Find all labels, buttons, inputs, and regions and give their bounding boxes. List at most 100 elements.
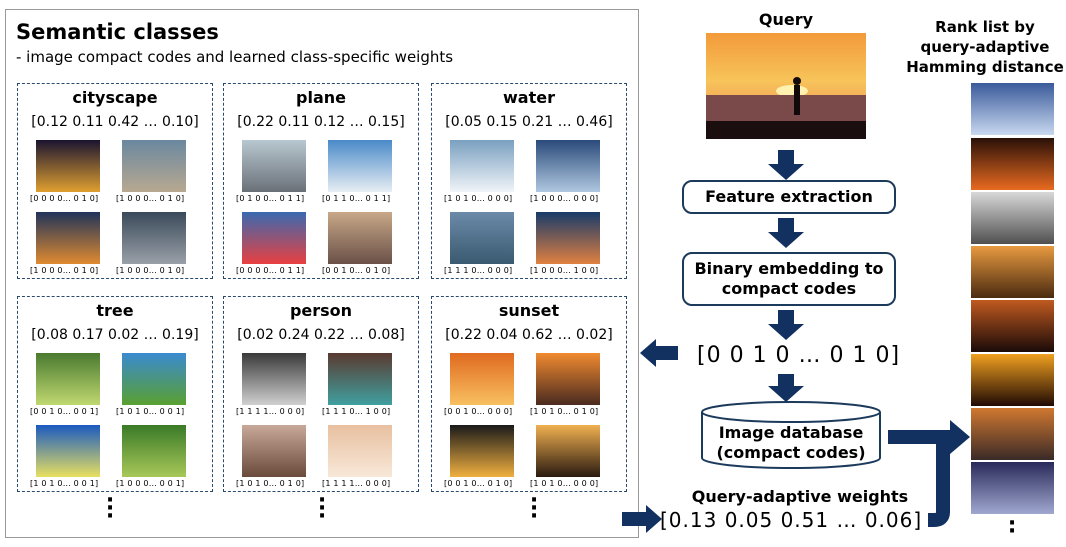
class-name: water [503,88,555,107]
database-label-line2: (compact codes) [716,443,866,462]
class-box-water: water [0.05 0.15 0.21 … 0.46] [1 0 1 0… 0 … [431,83,627,279]
class-name: plane [296,88,346,107]
ranked-result-image [971,354,1054,406]
class-name: sunset [498,301,560,320]
connector-arrow [888,420,970,527]
class-box-person: person[0.02 0.24 0.22 … 0.08][1 1 1 1… 0… [223,296,419,492]
image-binary-code: [1 0 1 0… 0 0 0] [444,194,513,203]
rank-title-line2: query-adaptive [920,38,1050,56]
query-binary-code: [0 0 1 0 … 0 1 0] [697,343,901,368]
ranked-result-image [971,246,1054,298]
class-weights: [0.02 0.24 0.22 … 0.08] [237,327,405,343]
down-arrow [768,218,804,248]
image-binary-code: [0 0 1 0… 0 1 0] [444,479,513,488]
more-results-ellipsis: ·· [1007,511,1017,544]
ranked-result-image [971,300,1054,352]
rank-title-line1: Rank list by [935,18,1035,36]
more-classes-ellipsis: ··· [529,488,539,529]
left-arrow [640,339,678,367]
class-name: tree [96,301,134,320]
tree-example-image [122,353,186,405]
right-arrow [622,505,662,533]
cityscape-example-image [36,212,100,264]
plane-example-image [242,140,306,192]
feature-extraction-box: Feature extraction [682,180,896,214]
ranked-result-image [971,138,1054,190]
image-binary-code: [0 1 0 0… 0 1 1] [236,194,305,203]
image-binary-code: [1 0 0 0… 0 0 1] [116,479,185,488]
rank-list-title: Rank list by query-adaptive Hamming dist… [905,17,1065,77]
image-binary-code: [1 0 0 0… 0 0 0] [530,194,599,203]
tree-example-image [36,353,100,405]
plane-example-image [242,212,306,264]
image-binary-code: [1 0 1 0… 0 0 1] [30,479,99,488]
class-box-plane: plane[0.22 0.11 0.12 … 0.15][0 1 0 0… 0 … [223,83,419,279]
image-binary-code: [0 0 1 0… 0 0 0] [444,407,513,416]
plane-example-image [328,140,392,192]
more-classes-ellipsis: ··· [317,488,327,529]
person-example-image [328,425,392,477]
rank-title-line3: Hamming distance [906,58,1064,76]
cityscape-example-image [122,140,186,192]
adaptive-weights-label: Query-adaptive weights [691,487,909,506]
cityscape-example-image [122,212,186,264]
binary-embedding-label: Binary embedding to compact codes [694,259,884,298]
class-box-sunset: sunset [0.22 0.04 0.62 … 0.02] [0 0 1 0… 0… [431,296,627,492]
ranked-result-image [971,192,1054,244]
ranked-result-image [971,462,1054,514]
image-binary-code: [1 0 0 0… 0 1 0] [116,194,185,203]
class-weights: [0.22 0.04 0.62 … 0.02] [445,327,613,343]
down-arrow [768,150,804,180]
image-binary-code: [0 0 0 0… 0 1 0] [30,194,99,203]
image-binary-code: [1 0 0 0… 0 1 0] [116,266,185,275]
cityscape-example-image [36,140,100,192]
sunset-example-image [536,353,600,405]
semantic-classes-panel [5,9,639,538]
image-binary-code: [1 1 1 1… 0 0 0] [236,407,305,416]
water-example-image [450,212,514,264]
database-label-line1: Image database [718,423,864,442]
water-example-image [536,140,600,192]
image-binary-code: [1 1 1 1… 0 0 0] [322,479,391,488]
more-classes-ellipsis: ··· [105,488,115,529]
adaptive-weights-values: [0.13 0.05 0.51 … 0.06] [660,508,923,532]
image-database-cylinder [701,401,881,469]
down-arrow [768,310,804,340]
ranked-result-image [971,408,1054,460]
person-example-image [328,353,392,405]
class-box-tree: tree [0.08 0.17 0.02 … 0.19] [0 0 1 0… 0 0… [17,296,213,492]
image-binary-code: [1 0 1 0… 0 0 1] [116,407,185,416]
image-binary-code: [0 0 0 0… 0 1 1] [236,266,305,275]
water-example-image [536,212,600,264]
water-example-image [450,140,514,192]
feature-extraction-label: Feature extraction [705,187,873,206]
image-binary-code: [1 0 0 0… 1 0 0] [530,266,599,275]
query-label: Query [758,10,814,29]
image-binary-code: [1 1 1 0… 0 0 0] [444,266,513,275]
image-binary-code: [0 0 1 0… 0 1 0] [322,266,391,275]
sunset-example-image [450,425,514,477]
class-weights: [0.08 0.17 0.02 … 0.19] [31,327,199,343]
plane-example-image [328,212,392,264]
tree-example-image [36,425,100,477]
panel-subtitle: - image compact codes and learned class-… [16,48,454,66]
image-binary-code: [0 0 1 0… 0 0 1] [30,407,99,416]
panel-title: Semantic classes [16,20,219,44]
tree-example-image [122,425,186,477]
binary-embedding-box: Binary embedding to compact codes [682,252,896,306]
image-binary-code: [1 0 1 0… 0 0 0] [530,479,599,488]
image-binary-code: [1 0 0 0… 0 1 0] [30,266,99,275]
class-weights: [0.05 0.15 0.21 … 0.46] [445,114,613,130]
class-box-cityscape: cityscape[0.12 0.11 0.42 … 0.10][0 0 0 0… [17,83,213,279]
class-weights: [0.12 0.11 0.42 … 0.10] [31,114,199,130]
sunset-example-image [536,425,600,477]
down-arrow [768,374,804,402]
database-label: Image database (compact codes) [700,423,882,463]
ranked-result-image [971,83,1054,135]
image-binary-code: [1 1 1 0… 1 0 0] [322,407,391,416]
person-example-image [242,353,306,405]
sunset-example-image [450,353,514,405]
query-image [706,33,866,139]
image-binary-code: [0 1 1 0… 0 1 1] [322,194,391,203]
person-example-image [242,425,306,477]
